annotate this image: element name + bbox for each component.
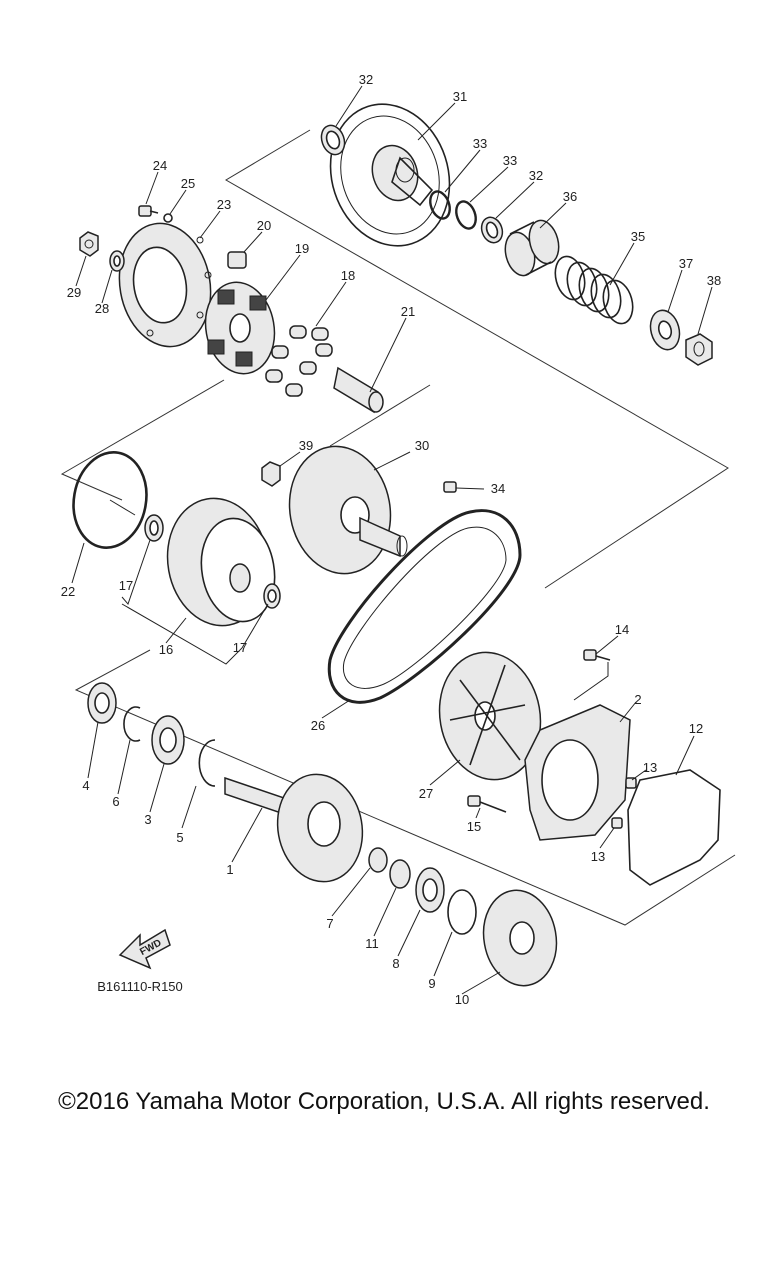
part-22-o-ring <box>72 451 148 549</box>
part-29-nut <box>79 231 99 257</box>
part-18-weights <box>265 325 333 397</box>
callout-39: 39 <box>299 438 313 453</box>
part-24-bolt <box>138 205 159 217</box>
callout-13-upper: 13 <box>643 760 657 775</box>
callout-labels: 32 31 33 33 32 36 35 37 38 24 25 23 20 1… <box>61 72 721 1007</box>
part-32-oil-seal-lower <box>480 216 504 244</box>
callout-17-upper: 17 <box>119 578 133 593</box>
part-8-one-way-clutch <box>415 867 445 913</box>
part-34-bolt <box>443 481 457 493</box>
exploded-parts-diagram: FWD B161110-R150 <box>61 72 736 1007</box>
callout-33-a: 33 <box>473 136 487 151</box>
part-33-o-rings <box>429 190 477 230</box>
callout-12: 12 <box>689 721 703 736</box>
part-12-gasket <box>627 769 721 886</box>
callout-16: 16 <box>159 642 173 657</box>
callout-9: 9 <box>428 976 435 991</box>
part-27-primary-fixed-sheave <box>438 651 542 781</box>
part-31-secondary-fixed-sheave <box>329 103 451 247</box>
part-4-oil-seal <box>87 682 117 724</box>
part-17-collar-upper <box>144 514 164 542</box>
callout-26: 26 <box>311 718 325 733</box>
callout-13-lower: 13 <box>591 849 605 864</box>
leader-lines <box>71 85 713 995</box>
callout-10: 10 <box>455 992 469 1007</box>
part-30-secondary-sliding-sheave <box>288 445 408 575</box>
callout-3: 3 <box>144 812 151 827</box>
callout-17-lower: 17 <box>233 640 247 655</box>
callout-7: 7 <box>326 916 333 931</box>
callout-15: 15 <box>467 819 481 834</box>
callout-32-upper: 32 <box>359 72 373 87</box>
part-37-washer <box>649 309 681 351</box>
callout-25: 25 <box>181 176 195 191</box>
callout-36: 36 <box>563 189 577 204</box>
part-39-nut <box>261 461 281 487</box>
part-35-compression-spring <box>554 255 634 325</box>
callout-31: 31 <box>453 89 467 104</box>
part-21-collar <box>333 366 384 414</box>
part-20-slider <box>227 251 247 269</box>
callout-8: 8 <box>392 956 399 971</box>
callout-19: 19 <box>295 241 309 256</box>
part-16-primary-sliding-sheave <box>166 497 276 627</box>
callout-32-lower: 32 <box>529 168 543 183</box>
callout-37: 37 <box>679 256 693 271</box>
callout-5: 5 <box>176 830 183 845</box>
part-25-washer <box>163 213 173 223</box>
part-1-clutch-housing-shaft <box>224 773 364 883</box>
callout-20: 20 <box>257 218 271 233</box>
callout-6: 6 <box>112 794 119 809</box>
part-5-circlip <box>198 739 216 787</box>
part-7-bearing <box>368 847 388 873</box>
part-32-oil-seal-upper <box>320 124 346 156</box>
callout-2: 2 <box>634 692 641 707</box>
part-9-plate <box>447 889 477 935</box>
part-38-nut <box>685 333 713 366</box>
part-28-washer <box>109 250 125 272</box>
part-11-collar <box>389 859 411 889</box>
part-6-circlip <box>123 706 141 742</box>
callout-28: 28 <box>95 301 109 316</box>
part-15-bolt <box>467 795 507 813</box>
callout-21: 21 <box>401 304 415 319</box>
part-13-dowel-pins <box>611 777 637 829</box>
callout-29: 29 <box>67 285 81 300</box>
figure-code: B161110-R150 <box>97 979 183 994</box>
callout-22: 22 <box>61 584 75 599</box>
callout-18: 18 <box>341 268 355 283</box>
callout-24: 24 <box>153 158 167 173</box>
part-14-bolt <box>583 649 611 661</box>
callout-30: 30 <box>415 438 429 453</box>
callout-27: 27 <box>419 786 433 801</box>
callout-38: 38 <box>707 273 721 288</box>
part-36-spring-seat <box>504 219 560 277</box>
callout-23: 23 <box>217 197 231 212</box>
part-23-primary-cover <box>118 222 212 348</box>
part-17-collar-lower <box>263 583 281 609</box>
fwd-arrow-icon: FWD <box>118 928 171 970</box>
callout-33-b: 33 <box>503 153 517 168</box>
copyright-notice: ©2016 Yamaha Motor Corporation, U.S.A. A… <box>58 1088 710 1115</box>
part-10-clutch-carrier <box>482 889 558 987</box>
callout-11: 11 <box>365 936 379 951</box>
part-3-bearing <box>151 715 185 765</box>
part-19-cam <box>204 281 276 375</box>
part-26-v-belt <box>327 509 522 704</box>
callout-35: 35 <box>631 229 645 244</box>
callout-1: 1 <box>226 862 233 877</box>
callout-34: 34 <box>491 481 505 496</box>
callout-14: 14 <box>615 622 629 637</box>
callout-4: 4 <box>82 778 89 793</box>
part-2-bearing-housing <box>524 704 631 841</box>
